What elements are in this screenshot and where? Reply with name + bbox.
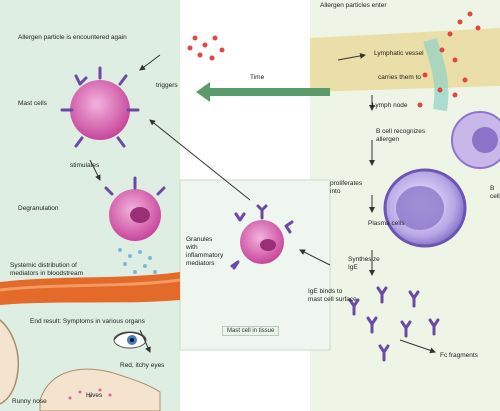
released-granules <box>118 248 157 274</box>
stimulates-label: stimulates <box>70 162 100 169</box>
mast-cells-label: Mast cells <box>18 100 47 107</box>
mast-cell-degranulating <box>104 176 166 274</box>
runny-nose-label: Runny nose <box>12 398 47 405</box>
lymphatic-vessel-label: Lymphatic vessel <box>374 50 424 57</box>
synthesize-label: Synthesize IgE <box>348 256 380 271</box>
hives-label: Hives <box>86 392 103 399</box>
red-itchy-eyes-label: Red, itchy eyes <box>120 362 165 369</box>
skin-layer <box>310 28 500 92</box>
allergen-again-label: Allergen particle is encountered again <box>18 34 127 41</box>
degranulation-label: Degranulation <box>18 205 59 212</box>
b-cell <box>451 111 500 169</box>
end-result-label: End result: Symptoms in various organs <box>30 318 145 325</box>
allergen-particles-entering <box>417 11 481 108</box>
ige-binds-label: IgE binds to mast cell surface <box>308 288 357 303</box>
granules-label: Granules with inflammatory mediators <box>186 236 224 267</box>
fc-fragments-label: Fc fragments <box>440 352 478 359</box>
systemic-label: Systemic distribution of mediators in bl… <box>10 262 83 277</box>
allergen-enters-label: Allergen particles enter <box>320 2 387 9</box>
flow-arrows <box>89 52 436 354</box>
carries-label: carries them to <box>378 74 421 81</box>
lymphatic-vessel <box>423 37 449 112</box>
hives-spots <box>68 388 112 400</box>
blood-vessel <box>0 272 180 305</box>
eye-icon <box>113 331 147 349</box>
b-cell-recognizes-label: B cell recognizes allergen <box>376 128 426 143</box>
ige-antibodies <box>348 286 440 362</box>
lymph-node-label: Lymph node <box>372 102 408 109</box>
time-label: Time <box>250 74 265 81</box>
plasma-cell <box>383 168 467 248</box>
time-arrow <box>196 82 330 102</box>
mast-cell-top <box>60 66 140 148</box>
b-cell-label: B cell <box>490 185 500 200</box>
proliferates-label: proliferates into <box>330 180 363 195</box>
mast-cell-tissue <box>230 204 294 270</box>
allergen-particles-again <box>187 35 225 61</box>
plasma-cells-label: Plasma cells <box>368 220 405 227</box>
mast-cell-tissue-label: Mast cell in tissue <box>222 326 280 336</box>
triggers-label: triggers <box>156 82 178 89</box>
face-outline <box>0 319 20 405</box>
